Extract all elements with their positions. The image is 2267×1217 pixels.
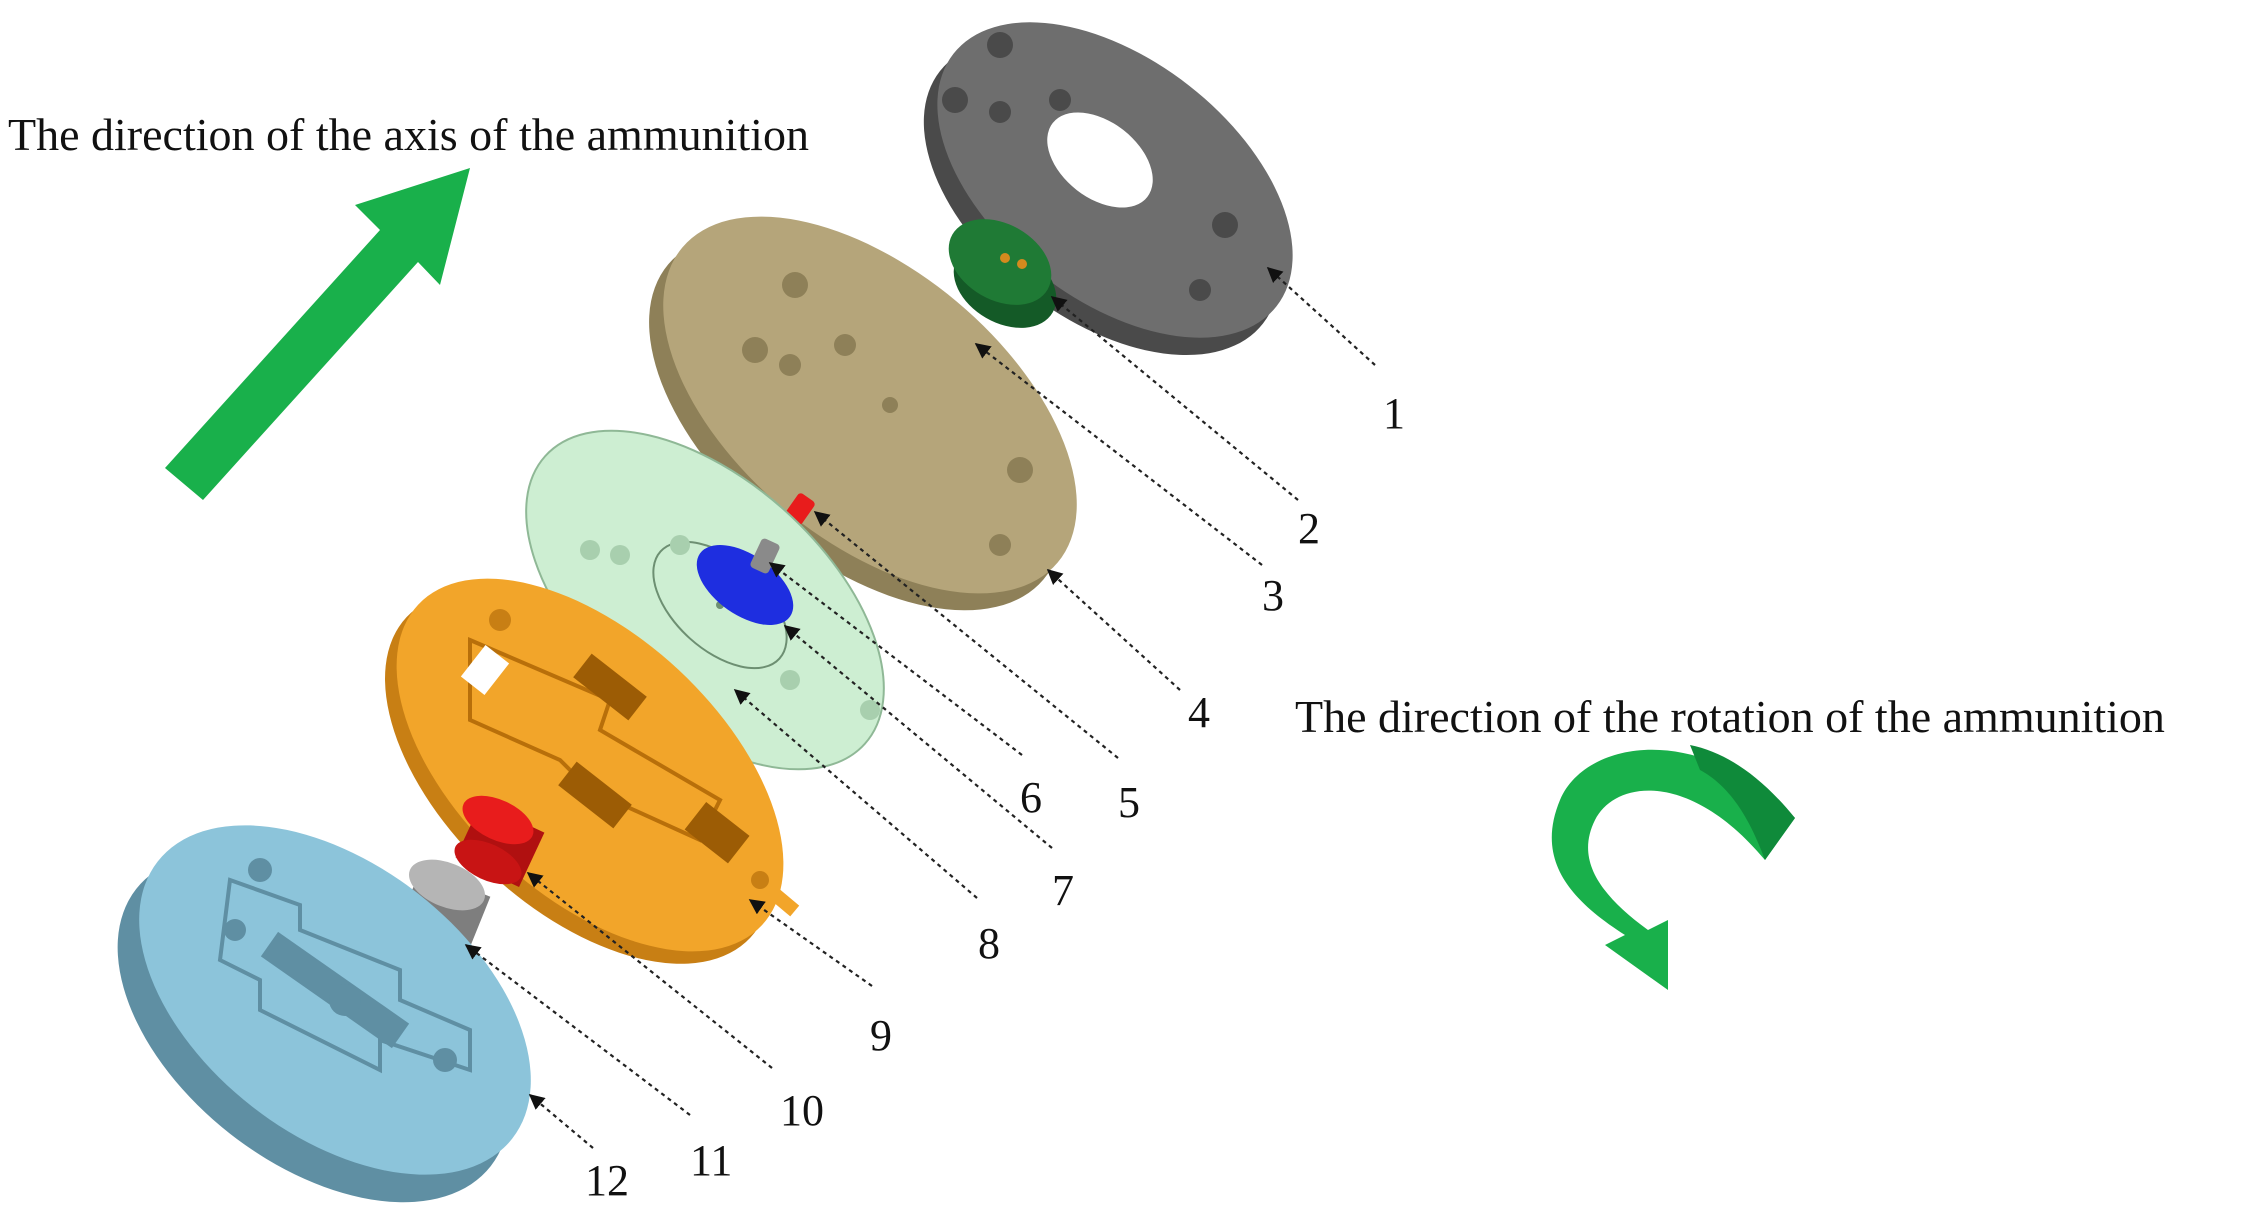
label-10: 10 xyxy=(780,1086,824,1135)
label-9: 9 xyxy=(870,1011,892,1060)
label-4: 4 xyxy=(1188,688,1210,737)
label-3: 3 xyxy=(1262,571,1284,620)
label-8: 8 xyxy=(978,919,1000,968)
label-5: 5 xyxy=(1118,778,1140,827)
label-7: 7 xyxy=(1052,866,1074,915)
axis-direction-arrow xyxy=(165,168,470,500)
leader-lines xyxy=(464,266,1376,1149)
label-11: 11 xyxy=(690,1136,732,1185)
part-6-gray-pin xyxy=(750,538,780,574)
part-4-khaki-plate xyxy=(649,216,1077,611)
rotation-direction-caption: The direction of the rotation of the amm… xyxy=(1295,691,2165,742)
part-12-light-blue-base xyxy=(117,825,531,1203)
part-10-red-cylinder xyxy=(454,795,545,887)
rotation-direction-arrow xyxy=(1551,745,1795,990)
part-9-orange-plate xyxy=(385,578,800,964)
axis-direction-caption: The direction of the axis of the ammunit… xyxy=(8,109,809,160)
label-1: 1 xyxy=(1383,389,1405,438)
part-7-blue-disc xyxy=(696,545,794,625)
label-12: 12 xyxy=(585,1156,629,1205)
label-6: 6 xyxy=(1020,773,1042,822)
label-2: 2 xyxy=(1298,504,1320,553)
part-2-green-cylinder xyxy=(948,219,1057,328)
part-number-labels: 1 2 3 4 5 6 7 8 9 10 11 12 xyxy=(585,389,1405,1205)
